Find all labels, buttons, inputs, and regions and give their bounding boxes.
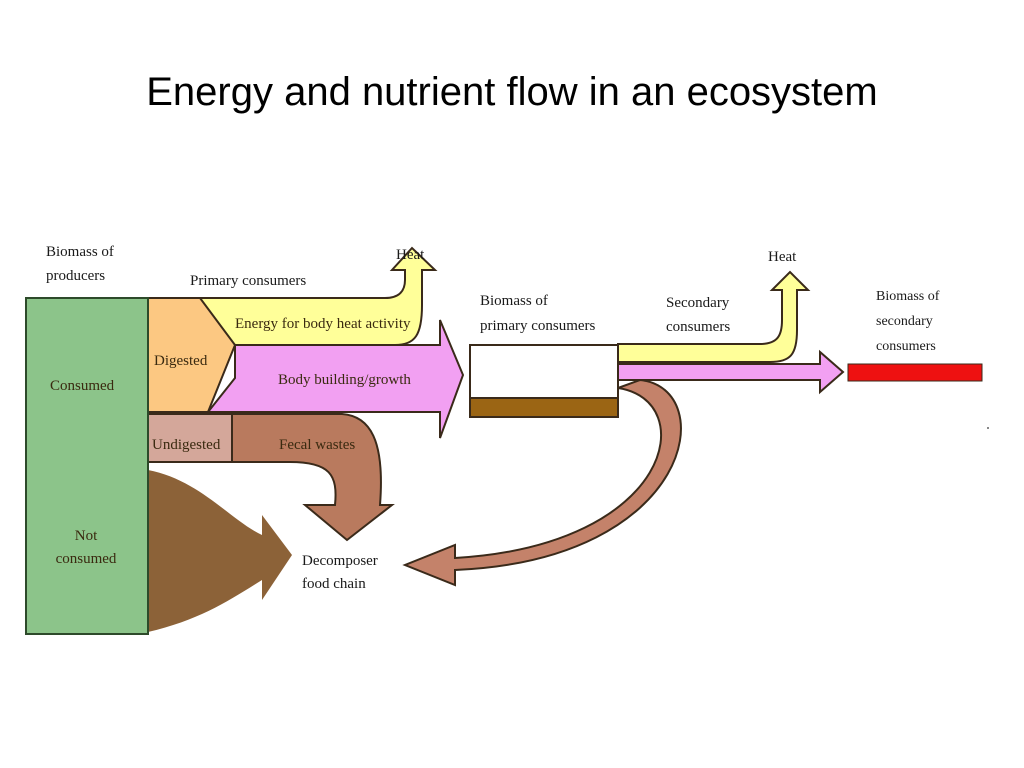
label-biomass-primary-2: primary consumers (480, 318, 596, 334)
label-decomposer-2: food chain (302, 576, 366, 592)
fecal-wastes-arrow (231, 413, 395, 542)
primary-consumers-band (469, 397, 619, 418)
secondary-biomass-bar (847, 363, 983, 382)
label-biomass-secondary-1: Biomass of (876, 289, 940, 304)
label-body-building: Body building/growth (278, 372, 411, 388)
label-energy-body-heat: Energy for body heat activity (235, 316, 411, 332)
label-undigested: Undigested (152, 437, 221, 453)
return-to-decomposer-arrow (402, 378, 682, 587)
label-biomass-producers-2: producers (46, 268, 105, 284)
label-biomass-primary-1: Biomass of (480, 293, 548, 309)
label-not-consumed-2: consumed (56, 551, 117, 567)
label-decomposer-1: Decomposer (302, 553, 378, 569)
not-consumed-flow (148, 470, 292, 632)
dot-mark (987, 427, 989, 429)
label-consumed: Consumed (50, 378, 115, 394)
secondary-heat-flow (617, 270, 811, 363)
label-not-consumed-1: Not (75, 528, 98, 544)
undigested-box (147, 413, 233, 463)
label-biomass-producers-1: Biomass of (46, 244, 114, 260)
slide-title: Energy and nutrient flow in an ecosystem (146, 70, 878, 114)
label-biomass-secondary-2: secondary (876, 314, 933, 329)
label-fecal-wastes: Fecal wastes (279, 437, 355, 453)
label-primary-consumers: Primary consumers (190, 273, 306, 289)
producers-biomass-box (25, 297, 149, 635)
label-heat-1: Heat (396, 247, 425, 263)
label-secondary-consumers-1: Secondary (666, 295, 730, 311)
label-heat-2: Heat (768, 249, 797, 265)
body-growth-flow (205, 319, 465, 439)
label-biomass-secondary-3: consumers (876, 339, 936, 354)
secondary-growth-flow (617, 349, 845, 395)
label-secondary-consumers-2: consumers (666, 319, 730, 335)
label-digested: Digested (154, 353, 208, 369)
